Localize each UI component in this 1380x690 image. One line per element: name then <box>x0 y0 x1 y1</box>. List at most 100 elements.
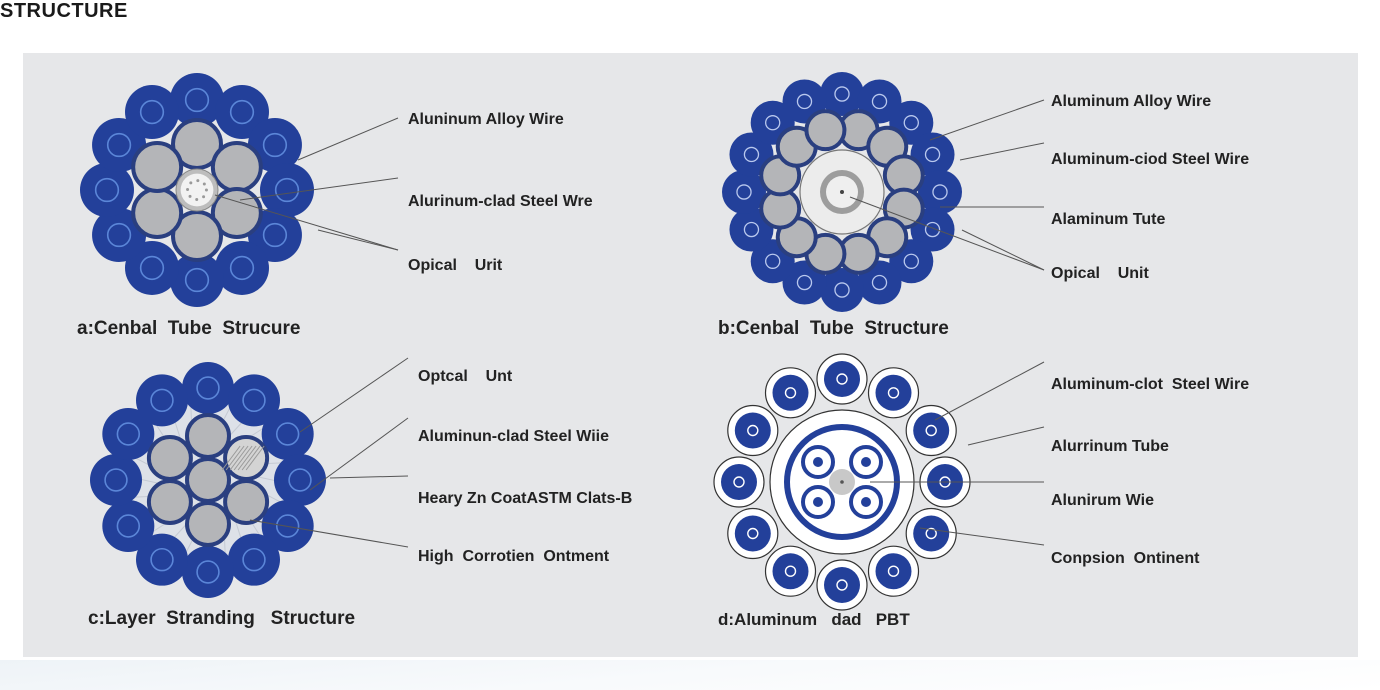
aluminum-clad-steel-wire <box>913 412 950 449</box>
label-a-aluminum-clad-steel-wire: Alurinum-clad Steel Wre <box>408 193 593 210</box>
leader-line <box>919 527 1045 546</box>
label-b-aluminum-clad-steel-wire: Aluminum-ciod Steel Wire <box>1051 151 1250 168</box>
aluminum-alloy-wire <box>274 454 326 506</box>
aluminum-clad-steel-wire <box>804 109 847 152</box>
aluminum-alloy-wire <box>261 408 314 460</box>
label-a-aluminum-alloy-wire: Aluninum Alloy Wire <box>408 111 564 128</box>
aluminum-clad-steel-wire <box>913 515 950 552</box>
optical-fiber <box>188 194 192 198</box>
aluminum-alloy-wire <box>170 253 224 307</box>
aluminum-alloy-wire <box>80 163 134 217</box>
optical-fiber <box>813 457 823 467</box>
label-a-optical-unit: Opical Urit <box>408 257 503 274</box>
wire-core-ring <box>784 387 797 399</box>
wire-core-ring <box>765 115 781 131</box>
leader-line <box>214 194 399 251</box>
aluminum-alloy-wire <box>170 73 224 127</box>
aluminum-alloy-wire <box>247 208 302 262</box>
aluminum-alloy-wire <box>92 208 147 262</box>
aluminum-clad-steel-wire <box>146 435 193 481</box>
aluminum-clad-steel-wire <box>131 141 184 193</box>
aluminum-clad-steel-wire <box>185 501 231 547</box>
optical-unit <box>180 173 214 207</box>
leader-line <box>929 99 1045 141</box>
aluminum-clad-steel-wire <box>185 413 231 459</box>
label-d-aluminum-tube: Alurrinum Tube <box>1051 438 1169 455</box>
wire-core-ring <box>784 565 797 577</box>
aluminum-alloy-wire <box>228 374 280 427</box>
wire-core-ring <box>262 132 288 158</box>
aluminum-alloy-wire <box>92 118 147 172</box>
wire-core-ring <box>106 222 132 248</box>
aluminum-alloy-wire <box>102 500 155 552</box>
leader-lines <box>214 99 1045 548</box>
cross-section-c <box>90 362 326 598</box>
wire-core-ring <box>736 184 752 200</box>
aluminum-alloy-wire <box>260 163 314 217</box>
wire-core-ring <box>871 274 888 291</box>
aluminum-alloy-wire <box>215 85 269 140</box>
aluminum-alloy-wire <box>215 240 269 295</box>
caption-a: a:Cenbal Tube Strucure <box>77 318 301 339</box>
wire-core-ring <box>796 274 813 291</box>
wire-core-ring <box>104 468 128 492</box>
wire-core-ring <box>836 579 848 591</box>
fiber-hatch <box>225 445 245 471</box>
aluminum-clad-steel-wire <box>185 457 231 503</box>
aluminum-clad-steel-wire <box>171 118 223 170</box>
cross-section-a <box>80 73 314 307</box>
wire-core-ring <box>139 99 165 125</box>
aluminum-alloy-wire <box>125 240 179 295</box>
wire-core-ring <box>834 282 850 298</box>
aluminum-alloy-wire <box>247 118 302 172</box>
wire-core-ring <box>836 373 848 385</box>
wire-core-ring <box>275 422 300 446</box>
caption-b: b:Cenbal Tube Structure <box>718 318 949 339</box>
leader-line <box>309 417 409 491</box>
aluminum-alloy-wire <box>90 454 142 506</box>
label-c-optical-unit: Optcal Unt <box>418 368 513 385</box>
aluminum-alloy-wire <box>136 374 188 427</box>
wire-core-ring <box>94 177 120 203</box>
aluminum-clad-steel-wire <box>824 361 860 397</box>
aluminum-clad-steel-wire <box>721 464 757 500</box>
fiber-hatch <box>237 445 257 471</box>
wire-core-ring <box>139 255 165 281</box>
caption-c: c:Layer Stranding Structure <box>88 608 356 629</box>
caption-d: d:Aluminum dad PBT <box>718 610 910 629</box>
wire-core-ring <box>903 115 919 131</box>
fiber-hatch <box>221 445 241 471</box>
label-d-aluminum-wire: Alunirum Wie <box>1051 492 1154 509</box>
aluminum-wire-center <box>840 480 844 484</box>
label-b-optical-unit: Opical Unit <box>1051 265 1149 282</box>
aluminum-alloy-wire <box>125 85 179 140</box>
leader-line <box>317 229 399 251</box>
wire-core-ring <box>834 86 850 102</box>
cross-section-d <box>713 353 971 611</box>
aluminum-clad-steel-wire <box>875 374 912 411</box>
leader-line <box>249 519 409 548</box>
wire-core-ring <box>229 99 255 125</box>
fiber-hatch <box>233 445 253 471</box>
aluminum-clad-steel-wire <box>734 515 771 552</box>
aluminum-alloy-wire <box>136 533 188 586</box>
page-title: STRUCTURE <box>0 0 128 22</box>
aluminum-clad-steel-wire <box>824 567 860 603</box>
optical-fiber <box>840 190 844 194</box>
wire-core-ring <box>275 514 300 538</box>
wire-core-ring <box>925 527 937 540</box>
fiber-hatch <box>245 445 265 471</box>
optical-fiber <box>186 187 190 191</box>
aluminum-alloy-wire <box>918 170 962 214</box>
wire-core-ring <box>765 253 781 269</box>
aluminum-clad-steel-wire <box>171 210 223 262</box>
label-b-aluminum-alloy-wire: Aluminum Alloy Wire <box>1051 93 1212 110</box>
aluminum-clad-steel-wire <box>146 479 193 525</box>
wire-core-ring <box>184 267 210 293</box>
leader-line <box>299 357 409 433</box>
optical-fiber <box>813 497 823 507</box>
wire-core-ring <box>184 87 210 113</box>
aluminum-alloy-wire <box>722 170 766 214</box>
wire-core-ring <box>903 253 919 269</box>
wire-core-ring <box>242 547 266 572</box>
